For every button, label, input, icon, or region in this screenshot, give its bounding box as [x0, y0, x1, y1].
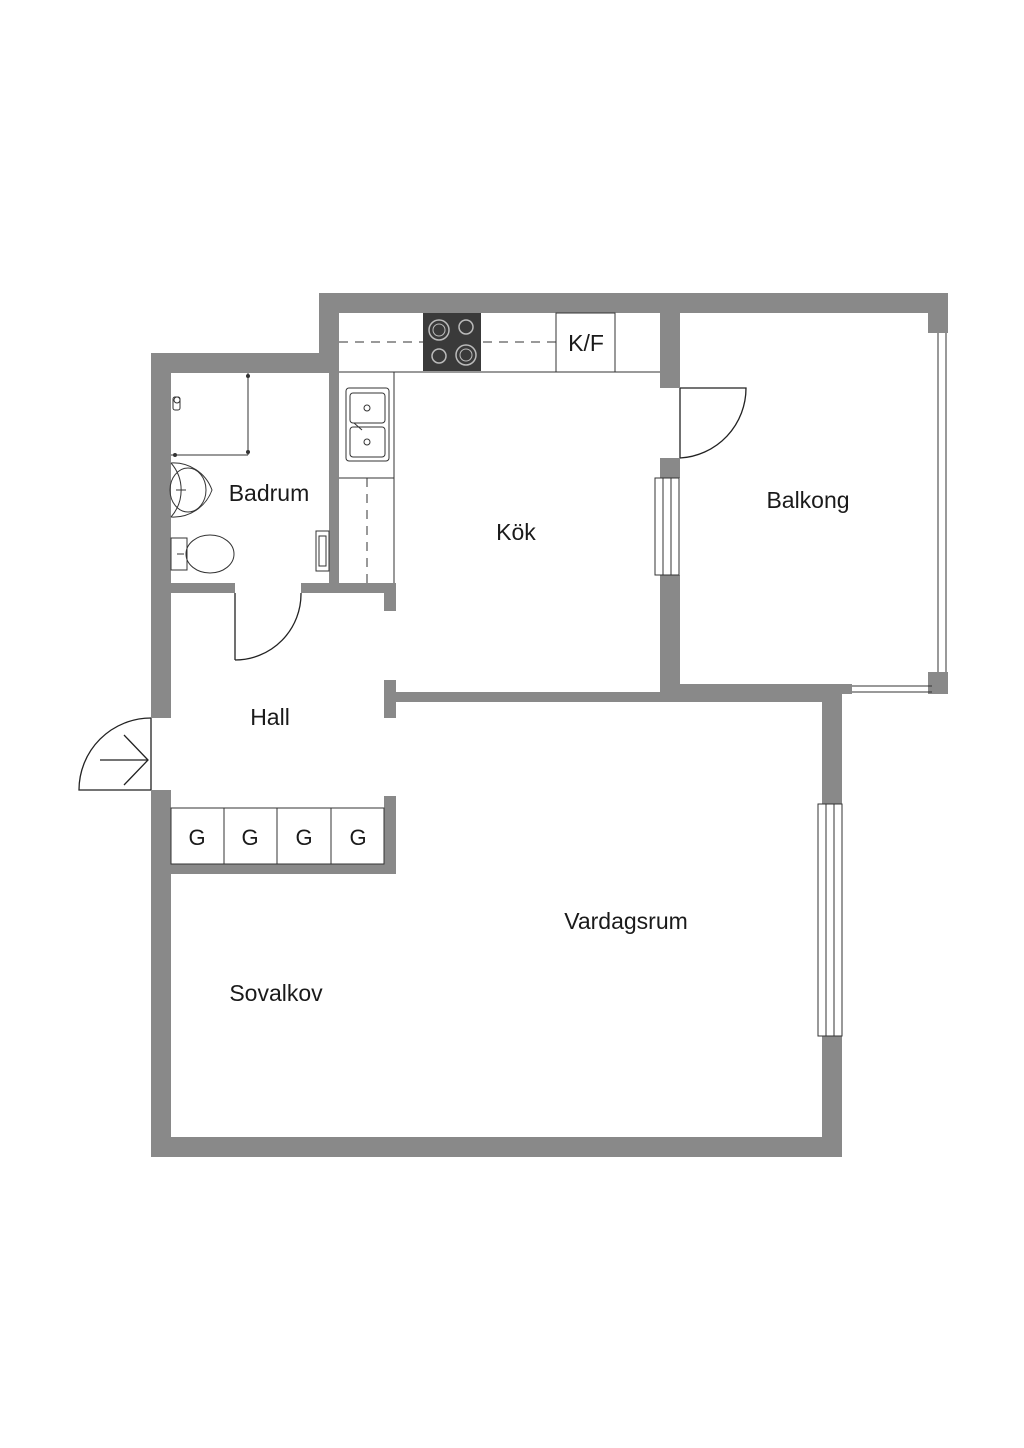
room-label-badrum: Badrum [229, 480, 310, 506]
wardrobe-label: G [349, 825, 366, 850]
room-label-balkong: Balkong [766, 487, 849, 513]
walls [151, 293, 948, 1157]
sink-icon [345, 387, 390, 462]
washbasin-icon [169, 462, 213, 518]
fridge-freezer-label: K/F [568, 330, 604, 356]
room-label-hall: Hall [250, 704, 290, 730]
toilet-icon [170, 534, 235, 574]
bathroom-cabinet-icon [315, 530, 330, 572]
wardrobes: G G G G [170, 807, 385, 865]
room-label-vardagsrum: Vardagsrum [564, 908, 688, 934]
shower-icon [171, 373, 250, 457]
room-label-kok: Kök [496, 519, 536, 545]
wardrobe-label: G [188, 825, 205, 850]
windows [654, 333, 947, 1037]
kitchen-counter [339, 312, 660, 583]
doors [78, 387, 747, 791]
wardrobe-label: G [295, 825, 312, 850]
stove-icon [423, 313, 481, 371]
wardrobe-label: G [241, 825, 258, 850]
room-label-sovalkov: Sovalkov [229, 980, 323, 1006]
